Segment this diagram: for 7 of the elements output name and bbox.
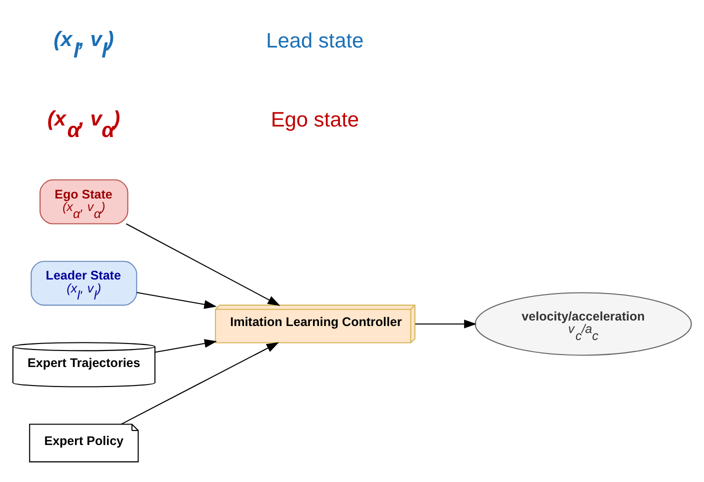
arrow [121, 342, 280, 424]
label: Lead state [266, 28, 364, 52]
arrow [126, 222, 280, 306]
label: Ego state [270, 108, 360, 132]
arrow [415, 319, 477, 328]
arrow [154, 338, 218, 352]
arrow [136, 291, 217, 308]
